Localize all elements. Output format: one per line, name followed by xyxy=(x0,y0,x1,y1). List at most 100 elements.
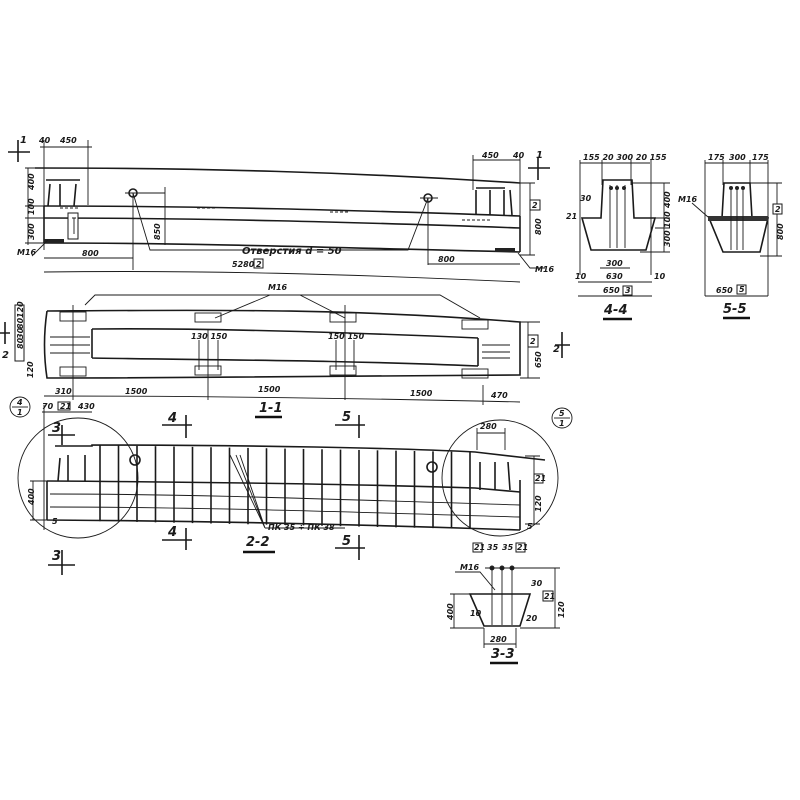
bars xyxy=(730,188,744,250)
height-800: 800 xyxy=(776,223,785,240)
callout-circle-left xyxy=(9,396,31,418)
anchor-plate-right xyxy=(495,248,515,252)
ref-number: 2 xyxy=(775,205,781,214)
callout-top: 5 xyxy=(559,409,565,418)
anchor-bars-right xyxy=(475,187,513,216)
bar-dot xyxy=(609,186,613,190)
ref-box xyxy=(542,590,554,602)
leader xyxy=(517,252,545,269)
callout-bottom: 1 xyxy=(17,408,23,417)
dim-line-800 xyxy=(750,182,782,257)
dimension-lines-height xyxy=(25,167,44,245)
section-outline xyxy=(468,593,532,627)
dim-21: 21 xyxy=(566,212,577,221)
dimension-lines xyxy=(40,140,92,250)
view-title: 1-1 xyxy=(259,401,283,416)
frame-leaders xyxy=(229,454,345,529)
view-title: 2-2 xyxy=(246,535,270,550)
anchor-label: M16 xyxy=(460,563,480,572)
dim-70: 70 xyxy=(42,402,54,411)
dim-30: 30 xyxy=(531,579,543,588)
ref-number: 21 xyxy=(474,543,485,552)
leader xyxy=(691,202,709,218)
dim-40-right: 40 xyxy=(512,151,525,160)
dimension-extension-lines xyxy=(72,305,355,400)
dim: 80 xyxy=(16,337,25,349)
dim-10: 10 xyxy=(470,609,482,618)
anchor-label: M16 xyxy=(268,283,288,292)
height-120: 120 xyxy=(557,601,566,618)
section-markers-3 xyxy=(48,425,75,575)
callout-top: 4 xyxy=(16,398,23,407)
ref-box xyxy=(472,542,483,553)
section-label: 2 xyxy=(553,344,560,355)
reinforcement-view-2-2: 4 1 5 1 70 21 430 3 3 4 4 5 5 ПК 35 ÷ ПК… xyxy=(9,396,573,575)
left-dims-box xyxy=(14,304,25,362)
ref-box xyxy=(515,542,526,553)
section-marker-2-left xyxy=(0,322,10,344)
plan-view-1-1: M16 2 120 80 30 80 120 130 150 150 150 2… xyxy=(0,283,570,419)
flange-line-1 xyxy=(43,205,521,217)
dim-35: 35 xyxy=(487,543,499,552)
dim-400: 400 xyxy=(663,191,672,209)
embedded-plate xyxy=(708,216,768,221)
stirrups xyxy=(99,445,471,529)
dim-400: 400 xyxy=(27,488,36,506)
dim-450-right: 450 xyxy=(481,151,499,160)
dim-line-280 xyxy=(483,628,517,648)
dims-150-150: 150 150 xyxy=(328,332,365,341)
elevation-view: 1 40 450 M16 400 100 300 850 800 Отверст… xyxy=(8,135,555,283)
dim-10: 10 xyxy=(654,272,666,281)
dim-5: 5 xyxy=(52,517,58,526)
section-marker-2-right xyxy=(555,332,570,358)
dim-800-left: 800 xyxy=(82,249,99,258)
leader xyxy=(455,571,496,591)
ref-number: 2 xyxy=(532,201,538,210)
section-label: 4 xyxy=(167,411,177,426)
dim-lines-width xyxy=(578,281,652,297)
section-marker-1-left xyxy=(8,140,30,162)
ref-number: 21 xyxy=(517,543,528,552)
ref-box xyxy=(57,401,71,411)
ref-number: 2 xyxy=(530,337,536,346)
ref-box xyxy=(622,285,633,296)
width-650: 650 xyxy=(534,351,543,368)
embedded-plate xyxy=(67,212,79,240)
dim-lines xyxy=(704,160,769,296)
section-outline xyxy=(580,179,657,251)
section-label: 5 xyxy=(342,534,351,549)
dim: 120 xyxy=(16,301,25,318)
dim-1500: 1500 xyxy=(410,389,433,398)
anchor-leaders xyxy=(84,294,481,319)
section-markers-4 xyxy=(162,415,192,550)
dim-300: 300 xyxy=(663,230,672,247)
top-dims: 155 20 300 20 155 xyxy=(583,153,667,162)
anchor-label-right: M16 xyxy=(535,265,555,274)
top-chord xyxy=(55,444,546,461)
dim-310: 310 xyxy=(55,387,72,396)
top-line xyxy=(34,167,521,184)
dim-300: 300 xyxy=(729,153,746,162)
anchor-plate-left xyxy=(44,239,64,243)
hole-right xyxy=(426,461,438,473)
dim-5: 5 xyxy=(527,522,533,531)
ref-box xyxy=(529,199,541,211)
bar-dot xyxy=(615,186,619,190)
dim-line-650 xyxy=(520,321,540,379)
dims-130-150: 130 150 xyxy=(191,332,228,341)
dim-450-left: 450 xyxy=(59,136,77,145)
width-280: 280 xyxy=(490,635,507,644)
dim-630: 630 xyxy=(606,272,623,281)
dim-line-120 xyxy=(525,455,540,525)
ref-number: 21 xyxy=(60,402,71,411)
ref-number: 3 xyxy=(625,286,631,295)
dim-line-height-right xyxy=(520,182,535,256)
anchor-label: M16 xyxy=(678,195,698,204)
section-label: 4 xyxy=(167,525,177,540)
section-markers-5 xyxy=(335,415,365,560)
dim-430: 430 xyxy=(77,402,95,411)
plate-mark xyxy=(72,217,76,234)
bar-dot xyxy=(729,186,733,190)
inserts xyxy=(60,207,490,221)
dim-100: 100 xyxy=(663,211,672,228)
